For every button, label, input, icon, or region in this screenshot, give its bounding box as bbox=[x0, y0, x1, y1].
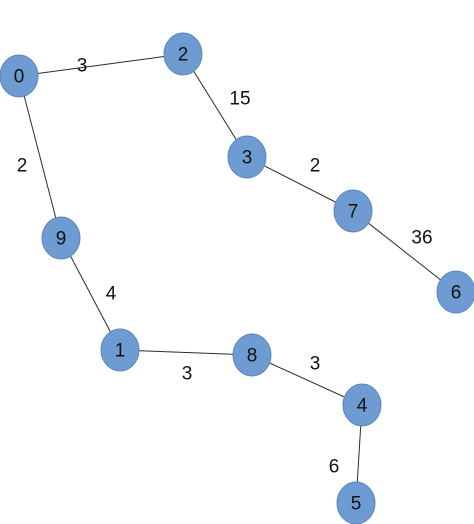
node-circle bbox=[436, 270, 474, 314]
node-label: 5 bbox=[351, 494, 362, 515]
edge-0-9 bbox=[18, 75, 62, 239]
edge-weight-4-5: 6 bbox=[329, 457, 340, 478]
node-label: 9 bbox=[56, 229, 67, 250]
edge-weight-0-2: 3 bbox=[77, 56, 88, 77]
node-label: 1 bbox=[115, 341, 126, 362]
edge-weight-2-3: 15 bbox=[229, 89, 250, 110]
edges-layer bbox=[18, 53, 457, 504]
node-6: 6 bbox=[436, 270, 474, 314]
node-7: 7 bbox=[333, 189, 373, 233]
node-5: 5 bbox=[336, 481, 376, 524]
node-circle bbox=[342, 383, 382, 427]
edge-1-8 bbox=[119, 349, 253, 356]
node-circle bbox=[232, 333, 272, 377]
node-label: 3 bbox=[242, 148, 253, 169]
node-0: 0 bbox=[0, 54, 39, 98]
edge-weight-9-1: 4 bbox=[106, 284, 117, 305]
node-label: 4 bbox=[357, 396, 368, 417]
node-4: 4 bbox=[342, 383, 382, 427]
node-circle bbox=[227, 135, 267, 179]
edge-8-4 bbox=[251, 354, 363, 406]
node-3: 3 bbox=[227, 135, 267, 179]
node-2: 2 bbox=[163, 32, 203, 76]
node-circle bbox=[333, 189, 373, 233]
edge-0-2 bbox=[18, 53, 184, 77]
node-label: 0 bbox=[14, 67, 25, 88]
node-circle bbox=[336, 481, 376, 524]
edge-weight-7-6: 36 bbox=[411, 228, 432, 249]
edge-weight-1-8: 3 bbox=[182, 364, 193, 385]
node-circle bbox=[41, 216, 81, 260]
node-circle bbox=[163, 32, 203, 76]
edge-7-6 bbox=[352, 210, 457, 293]
edge-weight-0-9: 2 bbox=[17, 156, 28, 177]
edge-9-1 bbox=[60, 237, 121, 351]
node-circle bbox=[100, 328, 140, 372]
node-9: 9 bbox=[41, 216, 81, 260]
node-label: 7 bbox=[348, 202, 359, 223]
node-label: 8 bbox=[247, 346, 258, 367]
node-label: 2 bbox=[178, 45, 189, 66]
node-8: 8 bbox=[232, 333, 272, 377]
edge-weight-3-7: 2 bbox=[310, 156, 321, 177]
node-label: 6 bbox=[451, 283, 462, 304]
edge-weight-8-4: 3 bbox=[310, 354, 321, 375]
node-1: 1 bbox=[100, 328, 140, 372]
node-circle bbox=[0, 54, 39, 98]
